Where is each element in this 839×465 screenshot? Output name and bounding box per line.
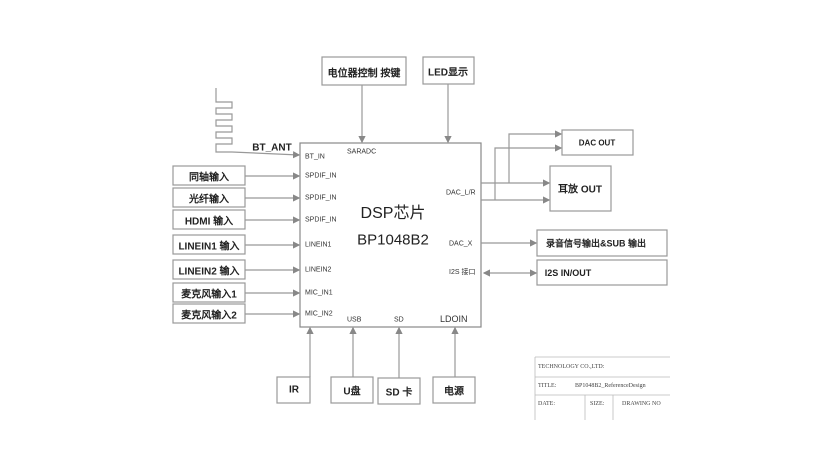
led-label: LED显示 xyxy=(428,67,468,79)
pot-button-label: 电位器控制 按键 xyxy=(327,68,401,80)
input-linein2: LINEIN2 输入 xyxy=(178,266,240,278)
chip-box xyxy=(299,142,482,328)
input-linein1: LINEIN1 输入 xyxy=(178,241,240,253)
input-ir: IR xyxy=(289,384,299,396)
pin-mic-in2: MIC_IN2 xyxy=(305,310,333,318)
output-headphone: 耳放 OUT xyxy=(558,184,602,196)
input-hdmi: HDMI 输入 xyxy=(184,216,234,228)
box-pot xyxy=(321,56,407,86)
pin-dac-lr: DAC_L/R xyxy=(446,189,476,197)
tb-company: TECHNOLOGY CO.,LTD: xyxy=(538,364,605,370)
pin-usb: USB xyxy=(347,316,362,324)
tb-drawing: DRAWING NO xyxy=(622,401,661,407)
pin-sd: SD xyxy=(394,316,404,324)
input-sd-card: SD 卡 xyxy=(385,387,413,399)
input-coaxial: 同轴输入 xyxy=(189,172,229,184)
pin-saradc: SARADC xyxy=(347,148,377,156)
chip-title: DSP芯片 xyxy=(360,205,426,222)
title-block-grid xyxy=(534,356,670,420)
output-dac: DAC OUT xyxy=(578,138,616,148)
pin-spdif-2: SPDIF_IN xyxy=(305,194,337,202)
chip-model: BP1048B2 xyxy=(357,231,429,249)
pin-i2s: I2S 接口 xyxy=(449,269,476,276)
tb-date: DATE: xyxy=(538,401,555,407)
output-record-sub: 录音信号输出&SUB 输出 xyxy=(545,238,647,249)
pin-spdif-3: SPDIF_IN xyxy=(305,216,337,224)
tb-title-value: BP1048B2_ReferenceDesign xyxy=(575,383,646,389)
output-i2s: I2S IN/OUT xyxy=(544,268,592,278)
input-optical: 光纤输入 xyxy=(189,194,229,206)
input-udisk: U盘 xyxy=(343,386,361,398)
tb-size: SIZE: xyxy=(590,401,605,407)
pin-bt-in: BT_IN xyxy=(305,153,325,161)
pin-spdif-1: SPDIF_IN xyxy=(305,172,337,180)
tb-title-label: TITLE: xyxy=(538,383,557,389)
pin-linein1: LINEIN1 xyxy=(305,241,332,249)
output-boxes xyxy=(536,129,668,286)
pin-ldoin: LDOIN xyxy=(440,314,468,324)
pin-dac-x: DAC_X xyxy=(449,240,473,248)
input-power: 电源 xyxy=(444,386,464,398)
bt-ant-label: BT_ANT xyxy=(252,142,292,154)
pin-mic-in1: MIC_IN1 xyxy=(305,289,333,297)
antenna-icon xyxy=(215,88,233,153)
bottom-input-boxes xyxy=(276,376,476,405)
input-mic1: 麦克风输入1 xyxy=(181,289,237,301)
pin-linein2: LINEIN2 xyxy=(305,266,332,274)
input-mic2: 麦克风输入2 xyxy=(181,310,237,322)
